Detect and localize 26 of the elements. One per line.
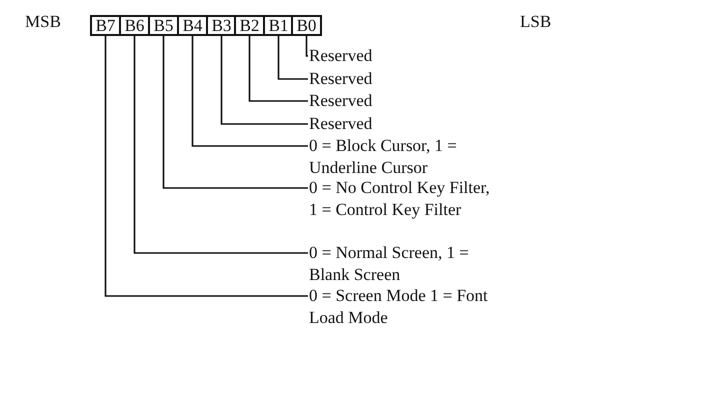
leader-line: [134, 36, 308, 254]
bit-order-label: LSB: [520, 12, 552, 32]
bit-cell: B7: [90, 15, 121, 36]
bit-cell: B6: [119, 15, 150, 36]
leader-line: [278, 36, 308, 80]
bit-cell: B5: [148, 15, 179, 36]
bit-cell: B1: [263, 15, 294, 36]
bit-cell: B0: [291, 15, 322, 36]
bit-order-label: MSB: [25, 12, 61, 32]
bit-description: 0 = Block Cursor, 1 = Underline Cursor: [309, 135, 494, 178]
bit-cell: B3: [206, 15, 237, 36]
leader-line: [104, 36, 308, 297]
bit-description: 0 = Screen Mode 1 = Font Load Mode: [309, 285, 494, 328]
leader-line: [248, 36, 308, 102]
bit-description: Reserved: [309, 45, 494, 66]
bit-description: 0 = Normal Screen, 1 = Blank Screen: [309, 242, 494, 285]
bit-description: Reserved: [309, 68, 494, 90]
bit-cell: B2: [234, 15, 265, 36]
leader-line: [192, 36, 308, 147]
bit-description: Reserved: [309, 90, 494, 112]
leader-line: [306, 36, 308, 57]
bit-description: Reserved: [309, 113, 494, 134]
leader-line: [220, 36, 308, 125]
bit-cell: B4: [177, 15, 208, 36]
bit-description: 0 = No Control Key Filter, 1 = Control Key Filter: [309, 177, 494, 220]
leader-line: [162, 36, 308, 189]
